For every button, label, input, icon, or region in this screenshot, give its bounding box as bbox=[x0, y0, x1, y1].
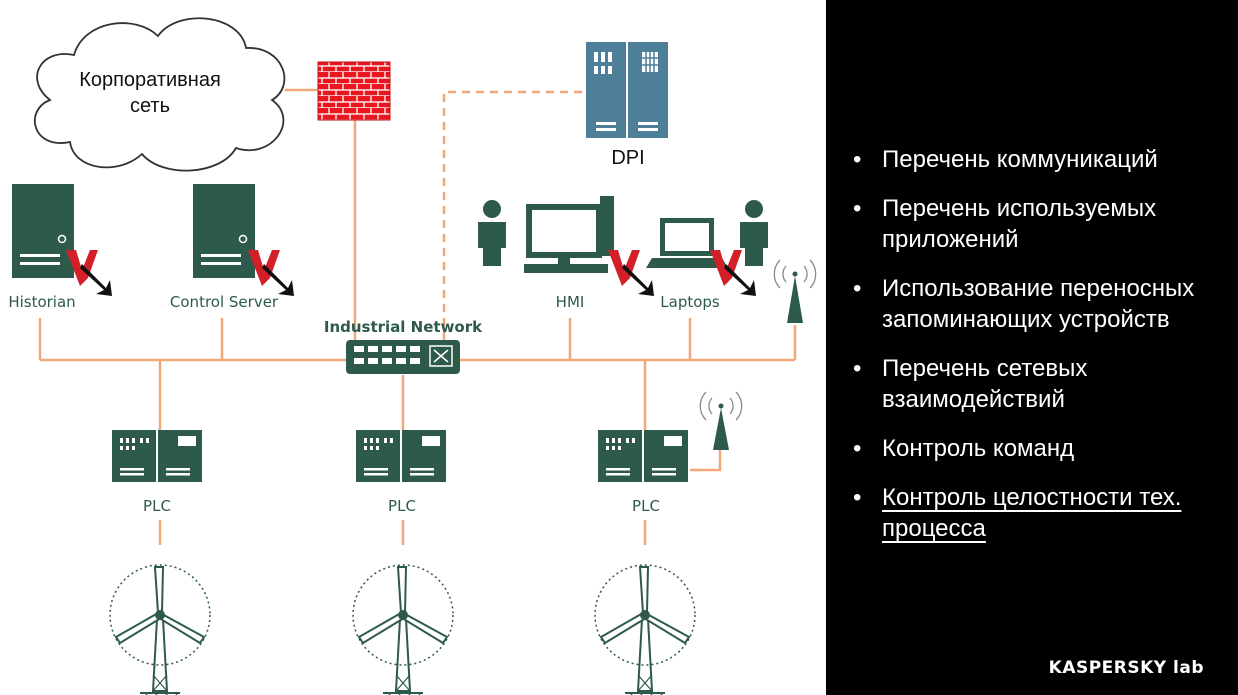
bullet-item: Использование переносных запоминающих ус… bbox=[848, 273, 1233, 335]
industrial-network-label: Industrial Network bbox=[324, 318, 483, 336]
laptops-label: Laptops bbox=[660, 293, 720, 311]
cloud-label-line1: Корпоративная bbox=[79, 69, 221, 91]
bullet-text: Контроль целостности тех. процесса bbox=[882, 484, 1182, 542]
operator-person-icon bbox=[478, 200, 506, 266]
kaspersky-protection-icon bbox=[248, 250, 294, 296]
bullet-item-highlighted: Контроль целостности тех. процесса bbox=[848, 482, 1233, 544]
cloud-label-line2: сеть bbox=[130, 95, 170, 117]
bullet-item: Контроль команд bbox=[848, 433, 1233, 464]
firewall-icon bbox=[317, 61, 391, 121]
kaspersky-protection-icon bbox=[710, 250, 756, 296]
plc-label: PLC bbox=[632, 497, 660, 515]
dpi-server-icon bbox=[586, 42, 668, 138]
bullet-list: Перечень коммуникаций Перечень используе… bbox=[848, 144, 1233, 562]
corporate-network-cloud: Корпоративная сеть bbox=[34, 17, 286, 172]
plc-icon bbox=[356, 430, 446, 482]
kaspersky-protection-icon bbox=[608, 250, 654, 296]
plc-icon bbox=[112, 430, 202, 482]
bullet-item: Перечень коммуникаций bbox=[848, 144, 1233, 175]
wireless-antenna-icon bbox=[699, 391, 743, 450]
kaspersky-protection-icon bbox=[66, 250, 112, 296]
plc-icon bbox=[598, 430, 688, 482]
wireless-antenna-icon bbox=[773, 259, 817, 323]
bullet-text: Контроль команд bbox=[882, 435, 1075, 462]
network-switch-icon bbox=[346, 340, 460, 374]
wind-turbine-icon bbox=[352, 564, 454, 695]
ics-network-diagram: Корпоративная сеть DPI Historian bbox=[8, 17, 817, 695]
operator-person-icon bbox=[740, 200, 768, 266]
hmi-label: HMI bbox=[556, 293, 585, 311]
historian-server-icon bbox=[12, 184, 74, 278]
hmi-computer-icon bbox=[524, 196, 614, 273]
plc-label: PLC bbox=[143, 497, 171, 515]
requirements-panel: Перечень коммуникаций Перечень используе… bbox=[826, 0, 1238, 695]
bullet-text: Использование переносных запоминающих ус… bbox=[882, 275, 1195, 333]
bullet-text: Перечень используемых приложений bbox=[882, 195, 1157, 253]
bullet-item: Перечень используемых приложений bbox=[848, 193, 1233, 255]
historian-label: Historian bbox=[8, 293, 75, 311]
control-server-icon bbox=[193, 184, 255, 278]
dpi-label: DPI bbox=[611, 147, 644, 169]
laptop-icon bbox=[646, 218, 728, 268]
plc-label: PLC bbox=[388, 497, 416, 515]
control-server-label: Control Server bbox=[170, 293, 279, 311]
bullet-text: Перечень сетевых взаимодействий bbox=[882, 355, 1088, 413]
wind-turbine-icon bbox=[594, 564, 696, 695]
bullet-text: Перечень коммуникаций bbox=[882, 146, 1158, 173]
wind-turbine-icon bbox=[109, 564, 211, 695]
kaspersky-logo: KASPERSKY lab bbox=[1048, 658, 1204, 678]
bullet-item: Перечень сетевых взаимодействий bbox=[848, 353, 1233, 415]
